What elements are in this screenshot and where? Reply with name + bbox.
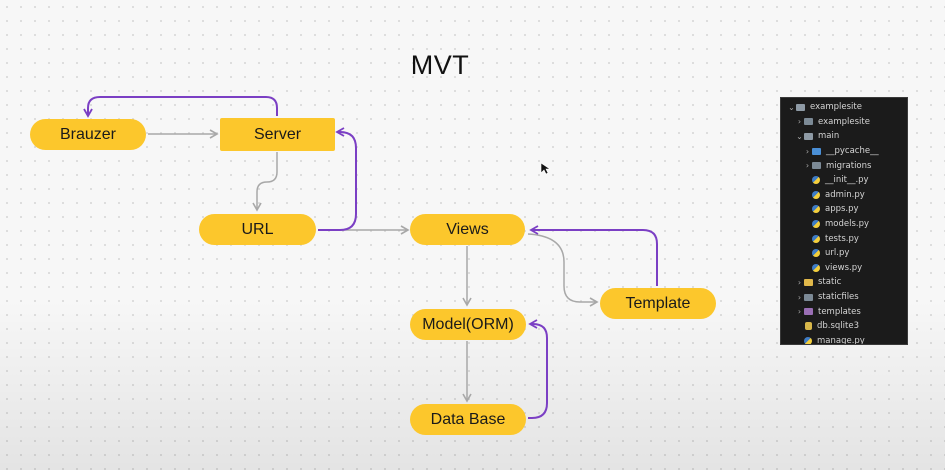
explorer-item[interactable]: admin.py bbox=[781, 188, 907, 203]
arrow-views-to-template bbox=[527, 233, 599, 307]
explorer-item-label: apps.py bbox=[825, 204, 859, 215]
explorer-item-label: examplesite bbox=[810, 102, 862, 113]
folder-icon bbox=[812, 147, 821, 155]
folder-icon bbox=[804, 293, 813, 301]
explorer-item-label: manage.py bbox=[817, 335, 865, 345]
node-url[interactable]: URL bbox=[199, 214, 316, 245]
explorer-item-label: tests.py bbox=[825, 233, 859, 244]
file-explorer-panel: ⌄ examplesite › examplesite ⌄ main › __pycache_… bbox=[780, 97, 908, 345]
python-file-icon bbox=[812, 234, 820, 243]
chevron-down-icon[interactable]: ⌄ bbox=[788, 102, 795, 112]
explorer-item[interactable]: views.py bbox=[781, 261, 907, 276]
diagram-title: MVT bbox=[410, 50, 470, 80]
explorer-item-label: templates bbox=[818, 306, 861, 317]
folder-icon bbox=[804, 132, 813, 140]
python-file-icon bbox=[804, 336, 812, 344]
python-file-icon bbox=[812, 176, 820, 185]
explorer-item[interactable]: url.py bbox=[781, 246, 907, 261]
arrow-database-to-model bbox=[528, 319, 548, 419]
explorer-item[interactable]: › staticfiles bbox=[781, 290, 907, 305]
chevron-right-icon[interactable]: › bbox=[797, 307, 802, 317]
explorer-item[interactable]: › migrations bbox=[781, 158, 907, 173]
explorer-item-label: views.py bbox=[825, 262, 863, 273]
explorer-item[interactable]: › __pycache__ bbox=[781, 144, 907, 159]
python-file-icon bbox=[812, 205, 820, 214]
folder-icon bbox=[812, 162, 821, 170]
explorer-item-label: __init__.py bbox=[825, 175, 869, 186]
chevron-right-icon[interactable]: › bbox=[797, 117, 802, 127]
explorer-item[interactable]: tests.py bbox=[781, 231, 907, 246]
chevron-down-icon[interactable]: ⌄ bbox=[796, 131, 803, 141]
explorer-item-label: admin.py bbox=[825, 189, 865, 200]
explorer-item[interactable]: › static bbox=[781, 275, 907, 290]
explorer-item[interactable]: models.py bbox=[781, 217, 907, 232]
node-views[interactable]: Views bbox=[410, 214, 525, 245]
explorer-item-label: migrations bbox=[826, 160, 872, 171]
explorer-item-label: examplesite bbox=[818, 116, 870, 127]
explorer-item[interactable]: apps.py bbox=[781, 202, 907, 217]
folder-icon bbox=[804, 308, 813, 316]
python-file-icon bbox=[812, 249, 820, 258]
node-database[interactable]: Data Base bbox=[410, 404, 526, 435]
explorer-item[interactable]: ⌄ examplesite bbox=[781, 100, 907, 115]
explorer-item[interactable]: __init__.py bbox=[781, 173, 907, 188]
arrow-server-to-url bbox=[252, 152, 278, 212]
explorer-item-label: __pycache__ bbox=[826, 146, 879, 157]
explorer-item[interactable]: › examplesite bbox=[781, 115, 907, 130]
arrow-template-to-views bbox=[529, 225, 658, 286]
node-server[interactable]: Server bbox=[220, 118, 335, 151]
arrow-url-to-server bbox=[318, 127, 357, 231]
mouse-cursor-icon bbox=[540, 162, 551, 175]
explorer-item[interactable]: ⌄ main bbox=[781, 129, 907, 144]
chevron-right-icon[interactable]: › bbox=[797, 277, 802, 287]
explorer-item-label: main bbox=[818, 131, 840, 142]
database-icon bbox=[805, 322, 812, 331]
chevron-right-icon[interactable]: › bbox=[805, 146, 810, 156]
arrow-server-to-brauzer bbox=[83, 96, 278, 118]
explorer-item[interactable]: manage.py bbox=[781, 334, 907, 345]
python-file-icon bbox=[812, 220, 820, 229]
explorer-item[interactable]: › templates bbox=[781, 304, 907, 319]
folder-icon bbox=[804, 118, 813, 126]
explorer-item-label: url.py bbox=[825, 248, 850, 259]
explorer-item-label: static bbox=[818, 277, 842, 288]
python-file-icon bbox=[812, 263, 820, 272]
explorer-item-label: models.py bbox=[825, 219, 870, 230]
node-template[interactable]: Template bbox=[600, 288, 716, 319]
node-model-orm[interactable]: Model(ORM) bbox=[410, 309, 526, 340]
chevron-right-icon[interactable]: › bbox=[797, 292, 802, 302]
node-brauzer[interactable]: Brauzer bbox=[30, 119, 146, 150]
chevron-right-icon[interactable]: › bbox=[805, 161, 810, 171]
explorer-item[interactable]: db.sqlite3 bbox=[781, 319, 907, 334]
explorer-item-label: db.sqlite3 bbox=[817, 321, 860, 332]
explorer-item-label: staticfiles bbox=[818, 292, 859, 303]
folder-icon bbox=[796, 103, 805, 111]
python-file-icon bbox=[812, 190, 820, 199]
folder-icon bbox=[804, 278, 813, 286]
